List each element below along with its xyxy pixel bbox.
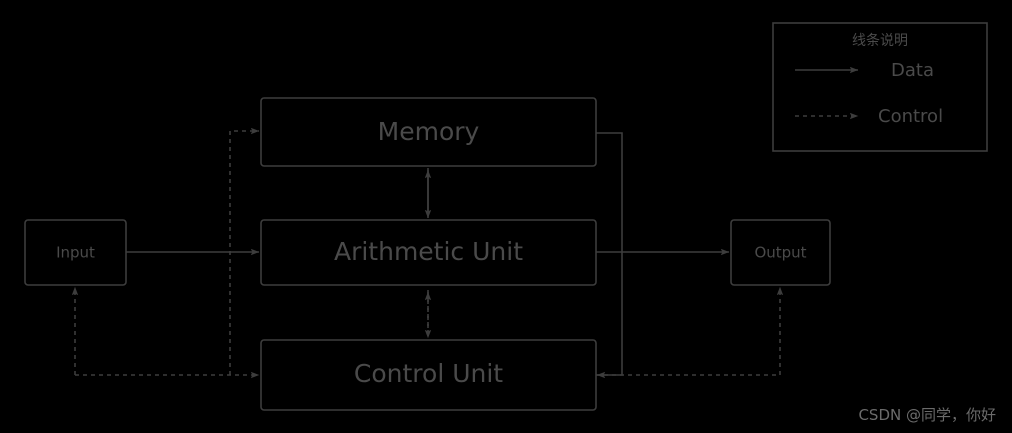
legend-item-control: Control [795, 106, 943, 127]
legend-item-control-label: Control [878, 106, 943, 127]
node-memory-label: Memory [378, 117, 480, 146]
node-output[interactable]: Output [730, 219, 831, 286]
node-input[interactable]: Input [24, 219, 127, 286]
edge-memory-to-control [596, 132, 623, 379]
legend-title: 线条说明 [852, 32, 908, 49]
edge-control-to-memory [229, 127, 260, 375]
node-control-unit[interactable]: Control Unit [260, 339, 597, 411]
node-output-label: Output [754, 244, 806, 262]
node-input-label: Input [56, 244, 95, 262]
node-arithmetic-unit-label: Arithmetic Unit [334, 237, 523, 266]
node-memory[interactable]: Memory [260, 97, 597, 167]
edge-control-to-output [596, 286, 784, 376]
node-arithmetic-unit[interactable]: Arithmetic Unit [260, 219, 597, 286]
csdn-watermark: CSDN @同学，你好 [858, 406, 996, 424]
legend-item-data-label: Data [891, 60, 934, 81]
legend-item-data: Data [795, 60, 934, 81]
node-control-unit-label: Control Unit [354, 359, 503, 388]
legend: 线条说明 Data Control [772, 22, 988, 152]
